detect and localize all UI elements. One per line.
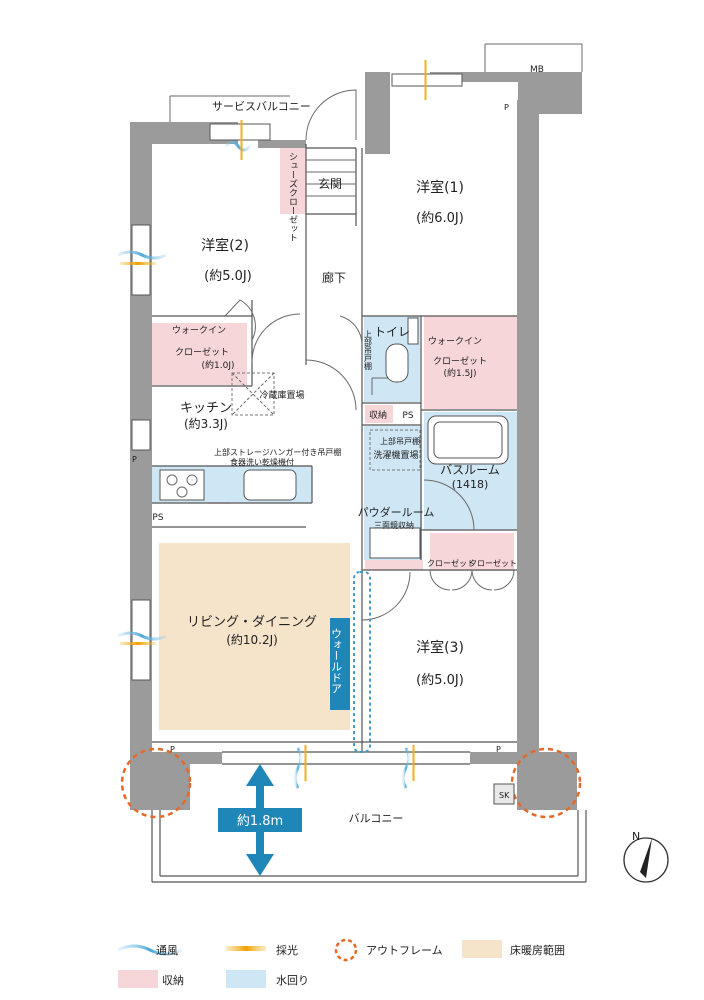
fridge-label: 冷蔵庫置場 bbox=[259, 389, 304, 401]
shoe-closet-area bbox=[280, 148, 306, 214]
legend-water: 水回り bbox=[276, 974, 309, 987]
wall-door-label: ウォールドア bbox=[330, 628, 343, 694]
compass-label: N bbox=[632, 830, 640, 843]
washer-label: 洗濯機置場 bbox=[373, 449, 418, 461]
room-western2-area: (約5.0J) bbox=[204, 269, 252, 284]
p-mark-3: P bbox=[496, 745, 501, 754]
shuno-area bbox=[365, 405, 393, 423]
shuno-label: 収納 bbox=[369, 409, 387, 421]
p-mark-1: P bbox=[504, 103, 509, 112]
walkin-closet-1-area bbox=[424, 316, 517, 409]
balcony-depth-label: 約1.8m bbox=[237, 814, 283, 829]
powder-name: パウダールーム bbox=[358, 505, 435, 519]
wind-markers bbox=[117, 140, 411, 789]
service-balcony-label: サービスバルコニー bbox=[212, 100, 311, 113]
legend-light: 採光 bbox=[276, 943, 298, 957]
wic2-area: (約1.0J) bbox=[202, 359, 235, 371]
kitchen-sink bbox=[243, 469, 297, 501]
toilet-label: トイレ bbox=[374, 325, 410, 339]
fridge-space bbox=[231, 372, 275, 416]
sk-box bbox=[493, 783, 515, 805]
wic2-label1: ウォークイン bbox=[172, 325, 226, 336]
ps-label-2: PS bbox=[152, 513, 163, 523]
compass-icon bbox=[623, 837, 669, 883]
room-western2-name: 洋室(2) bbox=[201, 237, 249, 254]
kitchen-name: キッチン bbox=[180, 401, 232, 416]
legend-storage-icon bbox=[118, 970, 158, 988]
floor-heating-area bbox=[159, 543, 350, 730]
wall-door-tag bbox=[330, 618, 350, 710]
stove bbox=[159, 469, 205, 501]
balcony-label: バルコニー bbox=[349, 812, 404, 825]
legend-floor-heating: 床暖房範囲 bbox=[510, 943, 565, 957]
wic1-area: (約1.5J) bbox=[444, 367, 477, 379]
bath-area: (1418) bbox=[452, 478, 489, 491]
shoe-closet-label: シューズクローゼット bbox=[287, 152, 298, 242]
bath-name: バスルーム bbox=[440, 463, 500, 477]
outframe-left bbox=[120, 747, 192, 819]
legend-outframe: アウトフレーム bbox=[366, 944, 443, 957]
powder-sub: 三面鏡収納 bbox=[374, 520, 414, 530]
wic1-label2: クローゼット bbox=[433, 355, 487, 367]
kitchen-area: (約3.3J) bbox=[184, 416, 228, 431]
legend-wind-icon bbox=[117, 944, 183, 956]
washer-space bbox=[369, 429, 421, 471]
ps-label-1: PS bbox=[402, 411, 413, 421]
entrance-steps bbox=[306, 159, 356, 197]
walkin-closet-2-area bbox=[152, 323, 247, 385]
closet-a-label: クローゼット bbox=[427, 558, 475, 568]
legend-wind: 通風 bbox=[156, 944, 178, 957]
living-name: リビング・ダイニング bbox=[187, 615, 317, 630]
room-western1-name: 洋室(1) bbox=[416, 179, 464, 196]
interior-walls bbox=[152, 144, 517, 765]
vanity bbox=[369, 527, 421, 559]
wic1-label1: ウォークイン bbox=[428, 336, 482, 347]
room-western1-area: (約6.0J) bbox=[416, 211, 464, 226]
sk-label: SK bbox=[499, 791, 510, 800]
legend-water-icon bbox=[226, 970, 266, 988]
p-mark-4: P bbox=[132, 455, 137, 464]
legend-outframe-icon bbox=[334, 938, 358, 962]
powder-strip-area bbox=[365, 560, 423, 570]
balcony-outline bbox=[151, 43, 587, 883]
room-western3-name: 洋室(3) bbox=[416, 639, 464, 656]
closets-area bbox=[430, 533, 514, 571]
wic2-label2: クローゼット bbox=[175, 346, 229, 358]
outframe-right bbox=[510, 747, 582, 819]
toilet-fixture bbox=[385, 343, 409, 383]
room-western3-area: (約5.0J) bbox=[416, 673, 464, 688]
mb-label: MB bbox=[530, 65, 544, 75]
bathtub bbox=[427, 415, 509, 465]
kitchen-note-1: 上部ストレージハンガー付き吊戸棚 bbox=[214, 447, 341, 457]
light-markers bbox=[120, 60, 427, 781]
legend: 通風 採光 アウトフレーム 床暖房範囲 収納 水回り bbox=[117, 938, 565, 988]
closet-b-label: クローゼット bbox=[469, 558, 517, 568]
entrance-label: 玄関 bbox=[318, 176, 342, 191]
legend-floor-heating-icon bbox=[462, 940, 502, 958]
toilet-sub-label: 上部吊戸棚 bbox=[364, 330, 373, 371]
wall-door bbox=[353, 571, 371, 753]
p-mark-2: P bbox=[170, 745, 175, 754]
living-area: (約10.2J) bbox=[226, 632, 278, 647]
kitchen-note-2: 食器洗い乾燥機付 bbox=[230, 457, 294, 467]
balcony-depth-arrow bbox=[218, 764, 302, 876]
legend-light-icon bbox=[226, 946, 266, 951]
legend-storage: 収納 bbox=[162, 974, 184, 987]
washer-upper-label: 上部吊戸棚 bbox=[380, 436, 420, 446]
hallway-label: 廊下 bbox=[322, 270, 346, 285]
